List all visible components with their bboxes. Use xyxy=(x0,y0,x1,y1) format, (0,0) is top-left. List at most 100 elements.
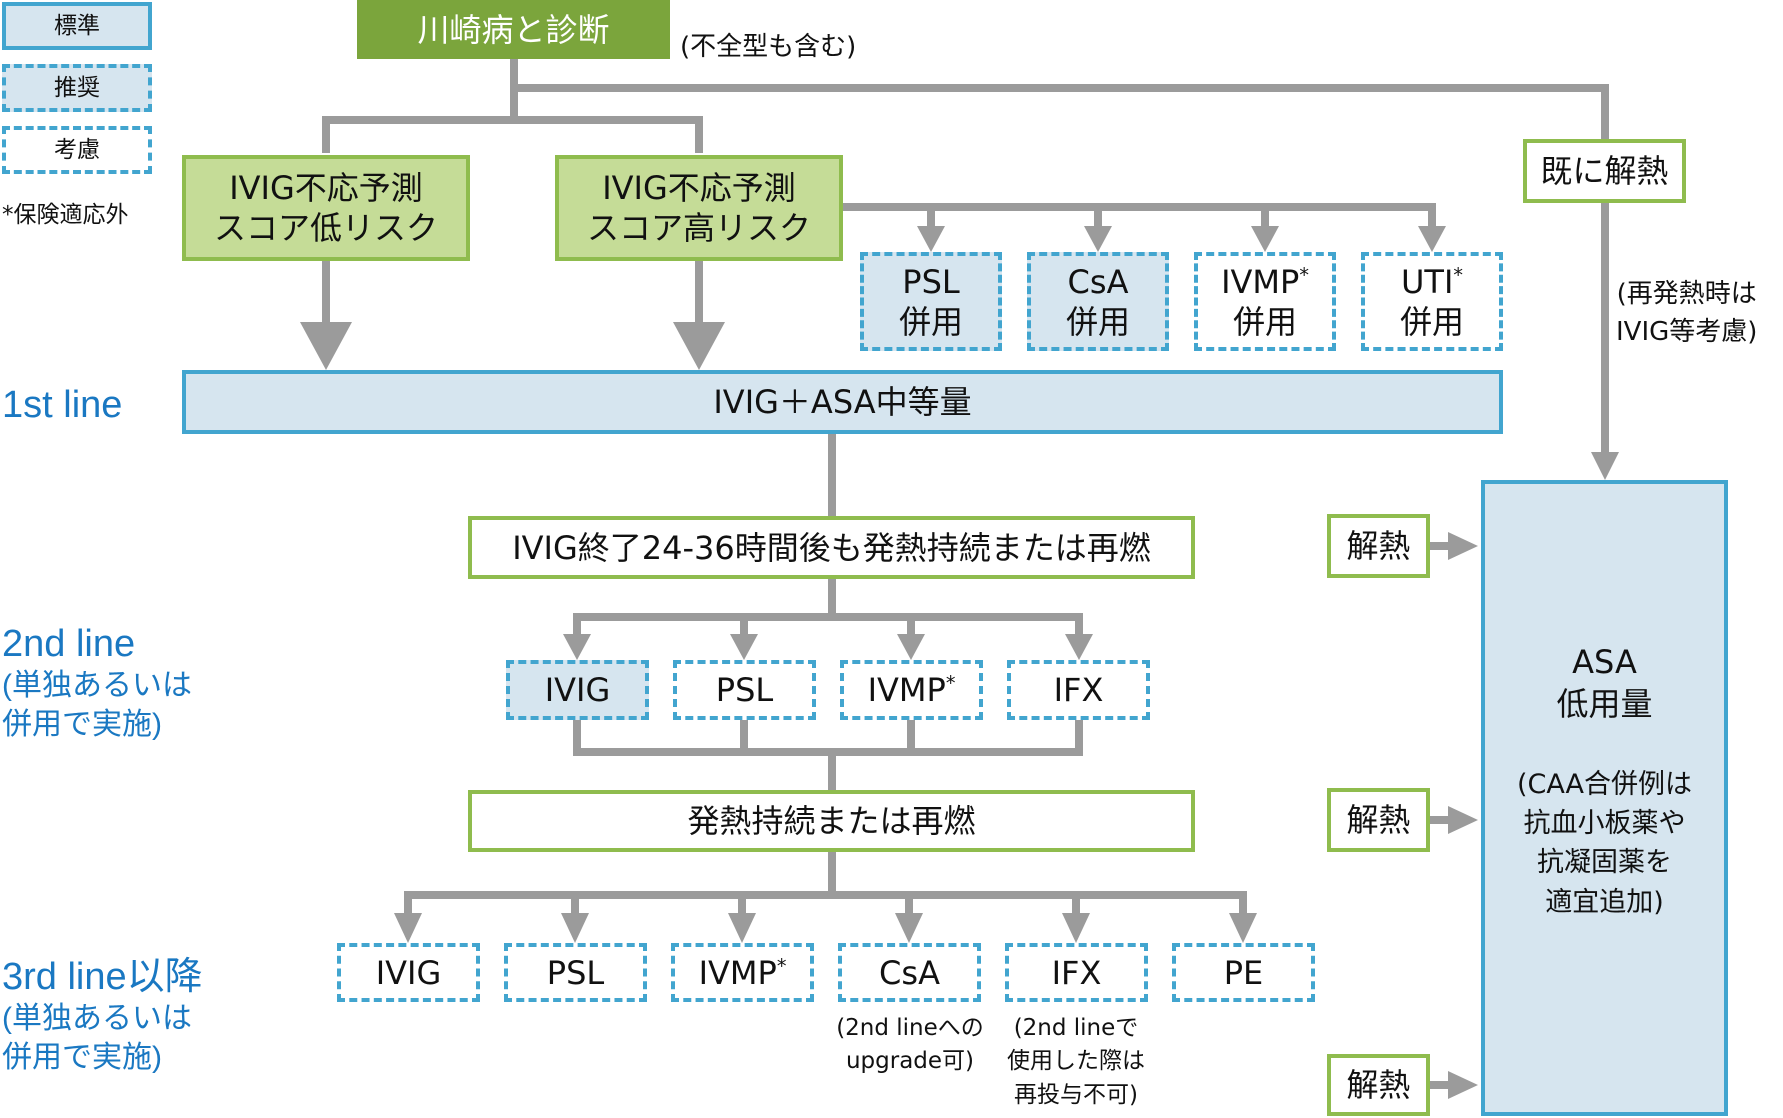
arrowhead xyxy=(1251,226,1279,252)
combo-sub: 併用 xyxy=(1232,302,1297,341)
csa-note: (2nd lineへの upgrade可) xyxy=(826,1012,994,1079)
diagnosis-box: 川崎病と診断 xyxy=(357,0,670,59)
second-line-label: 2nd line (単独あるいは 併用で実施) xyxy=(2,623,192,744)
arrowhead xyxy=(730,634,758,660)
combo-sub: 併用 xyxy=(1399,302,1464,341)
arrowhead xyxy=(1448,1071,1478,1099)
refever-note-line2: IVIG等考慮) xyxy=(1616,316,1758,347)
option-name: IVMP xyxy=(698,953,777,992)
connector-title-branch xyxy=(322,116,703,153)
arrowhead xyxy=(394,913,422,943)
option-name: PSL xyxy=(715,671,774,709)
arrowhead xyxy=(561,913,589,943)
second-line-ivmp: IVMP* xyxy=(840,660,983,720)
combo-ivmp-box: IVMP* 併用 xyxy=(1194,252,1336,351)
arrowhead xyxy=(673,322,725,370)
low-risk-box: IVIG不応予測 スコア低リスク xyxy=(182,155,470,261)
third-line-csa: CsA xyxy=(838,943,981,1002)
second-line-sub: 併用で実施) xyxy=(2,707,162,741)
legend-footnote: *保険適応外 xyxy=(2,202,129,228)
arrowhead xyxy=(1065,634,1093,660)
asterisk: * xyxy=(1299,262,1309,286)
high-risk-box: IVIG不応予測 スコア高リスク xyxy=(555,155,843,261)
asterisk: * xyxy=(945,671,956,695)
afebrile-label: 解熱 xyxy=(1346,1066,1411,1104)
first-line-label: 1st line xyxy=(2,384,123,427)
asterisk: * xyxy=(776,953,787,977)
combo-sub: 併用 xyxy=(1065,302,1130,341)
fever-persist-after-ivig-box: IVIG終了24-36時間後も発熱持続または再燃 xyxy=(468,516,1195,579)
refever-note: (再発熱時は IVIG等考慮) xyxy=(1616,276,1757,351)
option-name: IVIG xyxy=(375,953,442,992)
asa-note-line: 抗凝固薬を xyxy=(1536,847,1672,879)
arrowhead xyxy=(1062,913,1090,943)
second-line-ivig: IVIG xyxy=(506,660,649,720)
connector-second-line-merge xyxy=(573,720,1083,756)
arrowhead xyxy=(1229,913,1257,943)
first-line-treatment-box: IVIG＋ASA中等量 xyxy=(182,370,1503,434)
second-line-psl: PSL xyxy=(673,660,816,720)
diagnosis-title: 川崎病と診断 xyxy=(417,10,610,49)
option-name: IFX xyxy=(1051,953,1102,992)
third-line-sub: (単独あるいは xyxy=(2,1001,192,1035)
low-risk-line2: スコア低リスク xyxy=(213,209,438,247)
option-name: IVMP xyxy=(867,671,946,709)
arrowhead xyxy=(897,634,925,660)
combo-csa-box: CsA 併用 xyxy=(1027,252,1169,351)
arrowhead xyxy=(1448,532,1478,560)
asa-title-line2: 低用量 xyxy=(1556,684,1653,723)
arrowhead xyxy=(1591,452,1619,480)
combo-name: IVMP xyxy=(1221,262,1300,301)
legend-consider-label: 考慮 xyxy=(54,136,100,163)
option-name: IFX xyxy=(1053,671,1104,709)
option-name: CsA xyxy=(879,953,940,992)
arrowhead xyxy=(895,913,923,943)
fever-persist-after-ivig: IVIG終了24-36時間後も発熱持続または再燃 xyxy=(512,528,1151,567)
asa-note-line: 適宜追加) xyxy=(1545,886,1664,918)
option-name: IVIG xyxy=(544,671,611,709)
arrowhead xyxy=(563,634,591,660)
csa-note-line: upgrade可) xyxy=(845,1048,975,1075)
ifx-note-line: (2nd lineで xyxy=(1013,1015,1139,1041)
combo-sub: 併用 xyxy=(898,302,963,341)
refever-note-line1: (再発熱時は xyxy=(1616,279,1757,309)
afebrile-label: 解熱 xyxy=(1346,801,1411,839)
connector-fever2-down xyxy=(828,852,1247,915)
combo-name: UTI xyxy=(1401,262,1454,301)
fever-persist-box: 発熱持続または再燃 xyxy=(468,790,1195,852)
arrowhead xyxy=(300,322,352,370)
high-risk-line2: スコア高リスク xyxy=(586,209,811,247)
already-afebrile-box: 既に解熱 xyxy=(1523,139,1686,203)
arrowhead xyxy=(1418,226,1446,252)
afebrile-box-3: 解熱 xyxy=(1327,1054,1430,1116)
combo-name: CsA xyxy=(1067,262,1129,301)
high-risk-line1: IVIG不応予測 xyxy=(602,169,796,207)
legend-standard-label: 標準 xyxy=(54,12,100,39)
arrowhead xyxy=(917,226,945,252)
third-line-label: 3rd line以降 (単独あるいは 併用で実施) xyxy=(2,956,203,1077)
second-line-title: 2nd line xyxy=(2,623,136,665)
second-line-sub: (単独あるいは xyxy=(2,668,192,702)
third-line-pe: PE xyxy=(1172,943,1315,1002)
connector-high-risk-right xyxy=(843,203,1436,228)
third-line-sub: 併用で実施) xyxy=(2,1040,162,1074)
third-line-ifx: IFX xyxy=(1005,943,1148,1002)
connector-title-right xyxy=(514,84,1609,139)
ifx-note-line: 使用した際は xyxy=(1007,1048,1145,1075)
asa-note-line: (CAA合併例は xyxy=(1516,769,1693,801)
third-line-ivig: IVIG xyxy=(337,943,480,1002)
asa-title: ASA 低用量 xyxy=(1556,642,1652,725)
afebrile-box-1: 解熱 xyxy=(1327,514,1430,578)
asterisk: * xyxy=(1453,262,1463,286)
first-line-title: 1st line xyxy=(2,384,123,426)
legend-consider: 考慮 xyxy=(2,126,152,174)
third-line-psl: PSL xyxy=(504,943,647,1002)
already-afebrile-label: 既に解熱 xyxy=(1540,152,1669,190)
option-name: PSL xyxy=(546,953,605,992)
ifx-note: (2nd lineで 使用した際は 再投与不可) xyxy=(996,1012,1156,1112)
arrowhead xyxy=(1084,226,1112,252)
combo-name: PSL xyxy=(902,262,960,301)
combo-uti-box: UTI* 併用 xyxy=(1361,252,1503,351)
legend-standard: 標準 xyxy=(2,2,152,50)
